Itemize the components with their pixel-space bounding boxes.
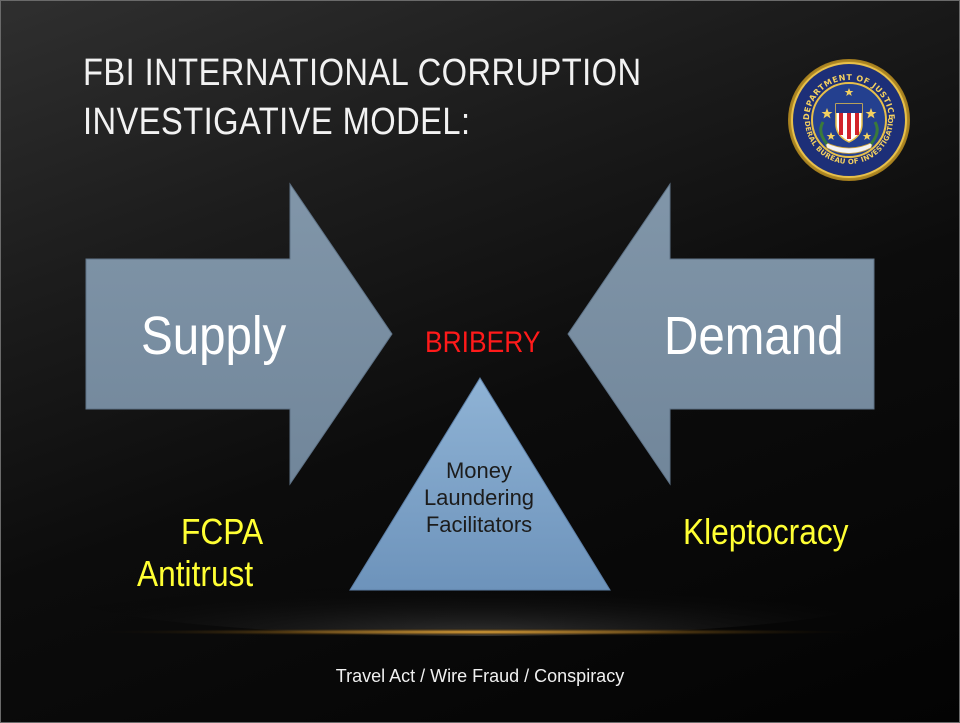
kleptocracy-label: Kleptocracy — [683, 511, 849, 552]
demand-label: Demand — [664, 306, 844, 366]
supply-arrow — [85, 182, 393, 486]
footer-text: Travel Act / Wire Fraud / Conspiracy — [335, 666, 625, 686]
supply-label: Supply — [141, 306, 287, 366]
fcpa-label: FCPA — [181, 511, 264, 552]
triangle-line-money: Money — [445, 458, 513, 483]
triangle-text: Money Laundering Facilitators — [404, 457, 554, 538]
antitrust-label: Antitrust — [137, 553, 254, 594]
glow-line — [80, 628, 880, 636]
triangle-line-facilitators: Facilitators — [425, 512, 533, 537]
title-line-2: INVESTIGATIVE MODEL: — [83, 101, 471, 143]
demand-arrow — [567, 182, 875, 486]
triangle-line-laundering: Laundering — [423, 485, 535, 510]
stage-shadow — [60, 546, 900, 636]
bribery-label: BRIBERY — [425, 326, 541, 359]
money-laundering-triangle — [349, 377, 611, 591]
title-line-1: FBI INTERNATIONAL CORRUPTION — [83, 52, 642, 94]
fbi-seal-icon: DEPARTMENT OF JUSTICE FEDERAL BUREAU OF … — [787, 58, 910, 181]
slide-title: FBI INTERNATIONAL CORRUPTION INVESTIGATI… — [83, 49, 668, 147]
